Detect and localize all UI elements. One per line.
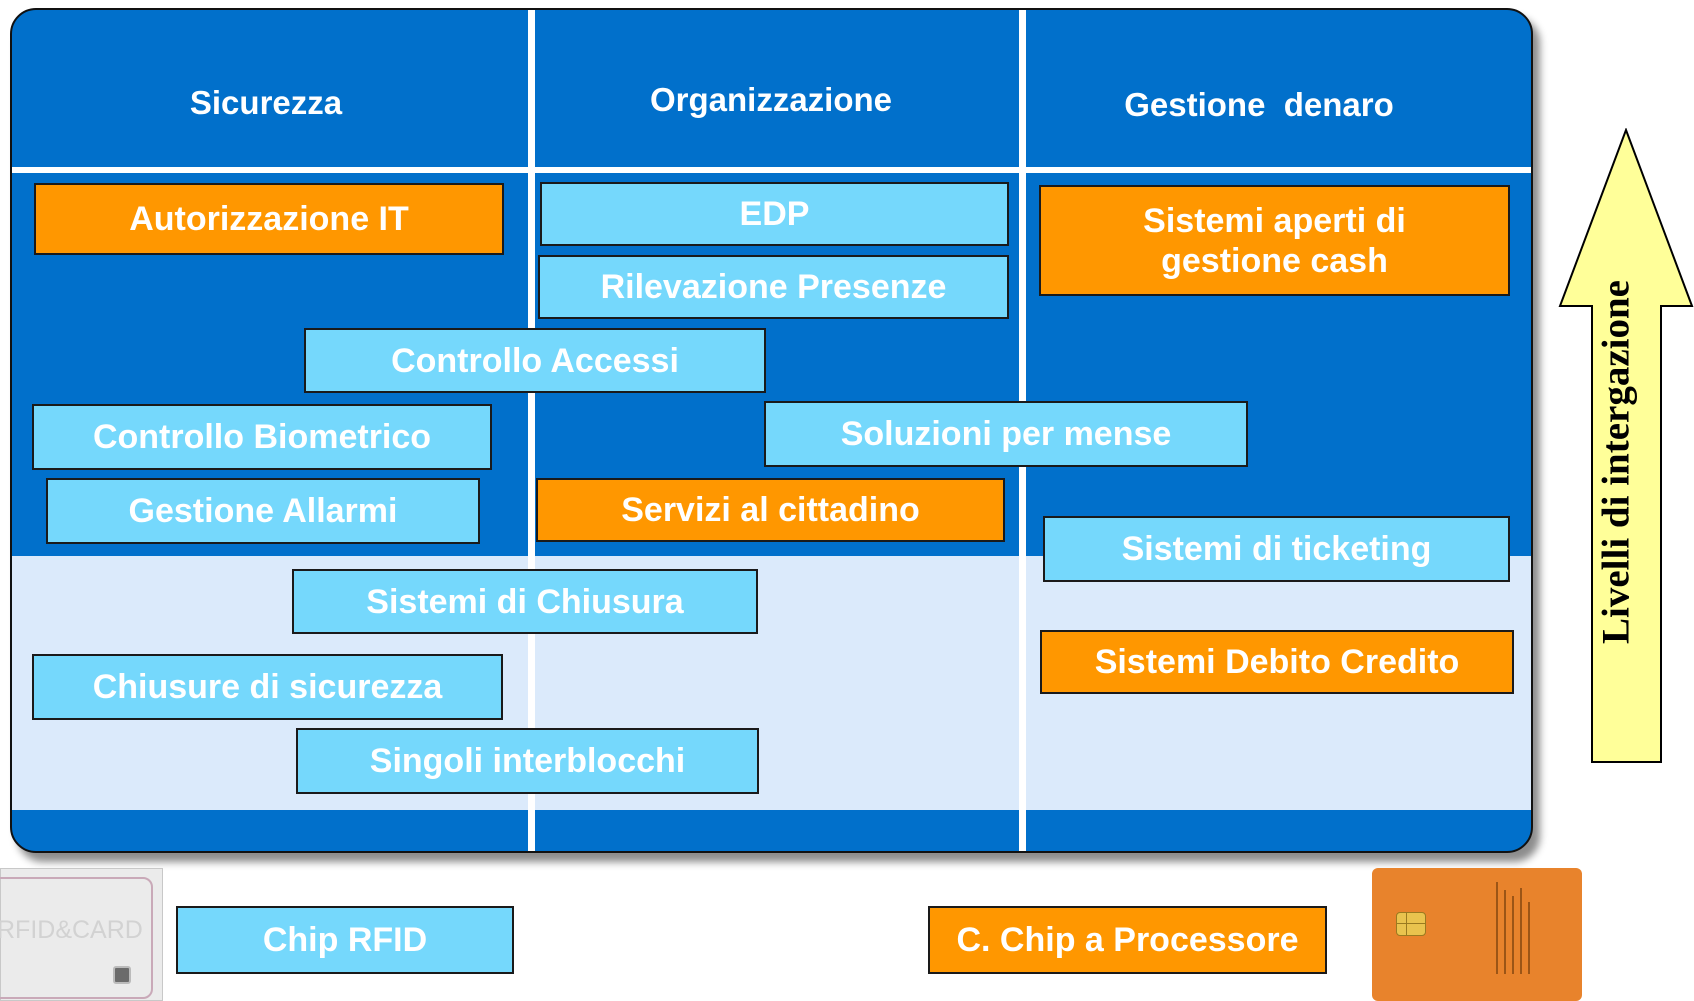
rfid-card-outline [0,877,153,999]
box-sistemi-ticketing: Sistemi di ticketing [1043,516,1510,582]
box-controllo-accessi: Controllo Accessi [304,328,766,393]
rfid-card-text: RFID&CARD [0,916,143,944]
column-title-gestione-denaro: Gestione denaro [1124,86,1394,123]
box-chip-rfid: Chip RFID [176,906,514,974]
card-print-line [1496,882,1498,974]
up-arrow-icon [1558,128,1694,763]
rfid-card-image: RFID&CARD [0,868,163,1001]
box-rilevazione-presenze: Rilevazione Presenze [538,255,1009,319]
card-print-line [1512,896,1514,974]
header-divider [12,167,1531,173]
box-chip-processore: C. Chip a Processore [928,906,1327,974]
rfid-chip-icon [113,966,131,984]
column-divider [528,10,535,851]
column-title-organizzazione: Organizzazione [649,81,893,118]
box-gestione-allarmi: Gestione Allarmi [46,478,480,544]
arrow-label-text: Livelli di intergazione [1594,280,1638,644]
box-controllo-biometrico: Controllo Biometrico [32,404,492,470]
processor-card-image [1372,868,1582,1001]
box-edp: EDP [540,182,1009,246]
box-servizi-cittadino: Servizi al cittadino [536,478,1005,542]
box-singoli-interblocchi: Singoli interblocchi [296,728,759,794]
box-sistemi-chiusura: Sistemi di Chiusura [292,569,758,634]
box-autorizzazione-it: Autorizzazione IT [34,183,504,255]
card-print-line [1504,890,1506,974]
chip-contact-icon [1396,912,1426,936]
card-print-line [1520,888,1522,974]
box-sistemi-debito-credito: Sistemi Debito Credito [1040,630,1514,694]
box-chiusure-sicurezza: Chiusure di sicurezza [32,654,503,720]
card-print-line [1528,902,1530,974]
column-title-sicurezza: Sicurezza [189,84,343,121]
box-sistemi-aperti-cash: Sistemi aperti di gestione cash [1039,185,1510,296]
box-soluzioni-mense: Soluzioni per mense [764,401,1248,467]
